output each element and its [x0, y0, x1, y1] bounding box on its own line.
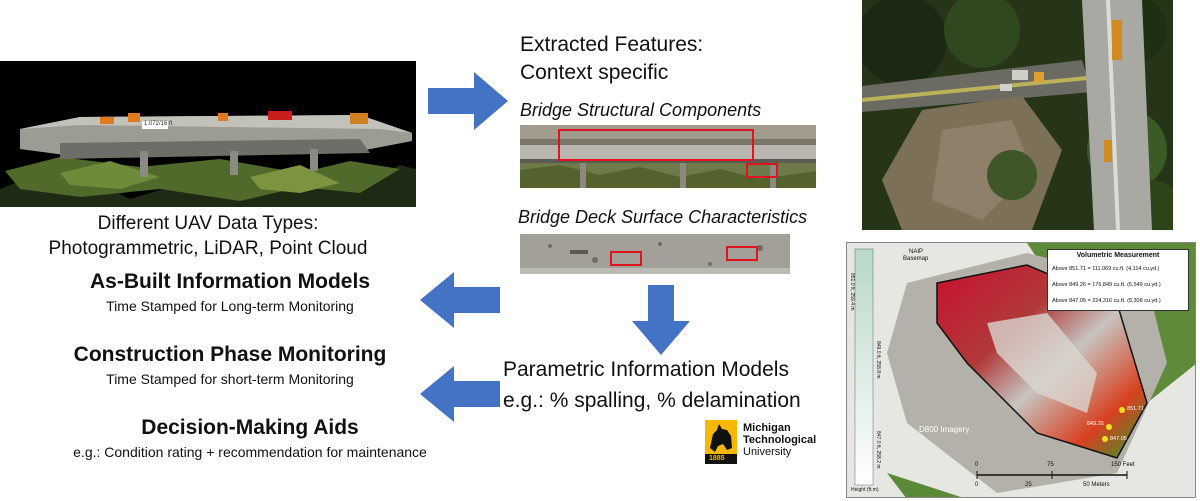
scale-ft-150: 150 Feet: [1111, 462, 1135, 468]
height-label: Height (ft.m): [851, 487, 879, 493]
bar-label-low: 847.0 ft, 258.2 m: [875, 431, 881, 469]
bar-label-mid: 849.0 ft, 258.8 m: [875, 341, 881, 379]
naip-label-line2: Basemap: [903, 256, 929, 262]
logo-year: 1885: [709, 455, 725, 462]
aerial-bridge-photo: [862, 0, 1173, 230]
parametric-models-line1: Parametric Information Models: [503, 358, 789, 381]
logo-line2: Technological: [743, 434, 817, 446]
legend-row-3: Above 847.05 = 224,316 cu.ft. (8,308 cu.…: [1052, 298, 1161, 304]
logo-line3: University: [743, 446, 792, 458]
legend-title: Volumetric Measurement: [1076, 252, 1160, 259]
parametric-models-line2: e.g.: % spalling, % delamination: [503, 389, 801, 412]
deck-surface-label: Bridge Deck Surface Characteristics: [518, 207, 808, 227]
model-subtitle-as-built: Time Stamped for Long-term Monitoring: [106, 298, 354, 314]
bar-label-top: 851.0 ft, 259.4 m: [849, 273, 855, 311]
extracted-features-line1: Extracted Features:: [520, 33, 704, 56]
deck-highlight-box-2: [726, 246, 758, 261]
michigan-tech-logo: 1885 Michigan Technological University: [705, 420, 835, 464]
scale-m-0: 0: [975, 482, 979, 488]
imagery-label: D800 Imagery: [919, 425, 970, 434]
husky-emblem-icon: [705, 420, 737, 464]
deck-highlight-box-1: [610, 251, 642, 266]
scale-ft-0: 0: [975, 462, 979, 468]
volumetric-legend: Volumetric Measurement Above 851.71 = 11…: [1047, 249, 1189, 311]
model-title-construction: Construction Phase Monitoring: [73, 343, 387, 366]
model-subtitle-decision: e.g.: Condition rating + recommendation …: [73, 444, 427, 460]
structural-components-label: Bridge Structural Components: [520, 100, 762, 120]
structural-highlight-box-2: [746, 163, 778, 178]
extracted-features-line2: Context specific: [520, 61, 669, 84]
legend-row-2: Above 849.26 = 176,849 cu.ft. (6,549 cu.…: [1052, 282, 1161, 288]
arrow-left-construction: [420, 366, 500, 422]
point-label-3: 847.05: [1110, 436, 1127, 442]
bridge-structural-image: [520, 125, 816, 188]
point-label-1: 851.71: [1127, 406, 1144, 412]
point-label-2: 849.26: [1087, 421, 1104, 427]
scale-m-25: 25: [1025, 482, 1032, 488]
arrow-down: [632, 285, 690, 355]
data-types-line2: Photogrammetric, LiDAR, Point Cloud: [48, 238, 368, 259]
arrow-left-as-built: [420, 272, 500, 328]
bridge-deck-image: [520, 234, 790, 274]
data-types-line1: Different UAV Data Types:: [97, 213, 319, 234]
scale-m-50: 50 Meters: [1083, 482, 1110, 488]
model-title-as-built: As-Built Information Models: [90, 270, 370, 293]
model-title-decision: Decision-Making Aids: [141, 416, 359, 439]
arrow-right: [428, 72, 508, 130]
structural-highlight-box-1: [558, 129, 754, 161]
legend-row-1: Above 851.71 = 111,069 cu.ft. (4,114 cu.…: [1052, 266, 1160, 272]
model-subtitle-construction: Time Stamped for short-term Monitoring: [106, 371, 354, 387]
logo-line1: Michigan: [743, 422, 791, 434]
point-cloud-label: 1.072/16 ft: [144, 121, 173, 127]
scale-ft-75: 75: [1047, 462, 1054, 468]
volumetric-map: Volumetric Measurement Above 851.71 = 11…: [846, 242, 1196, 498]
point-cloud-image: 1.072/16 ft: [0, 61, 416, 207]
naip-label-line1: NAIP: [909, 249, 924, 255]
